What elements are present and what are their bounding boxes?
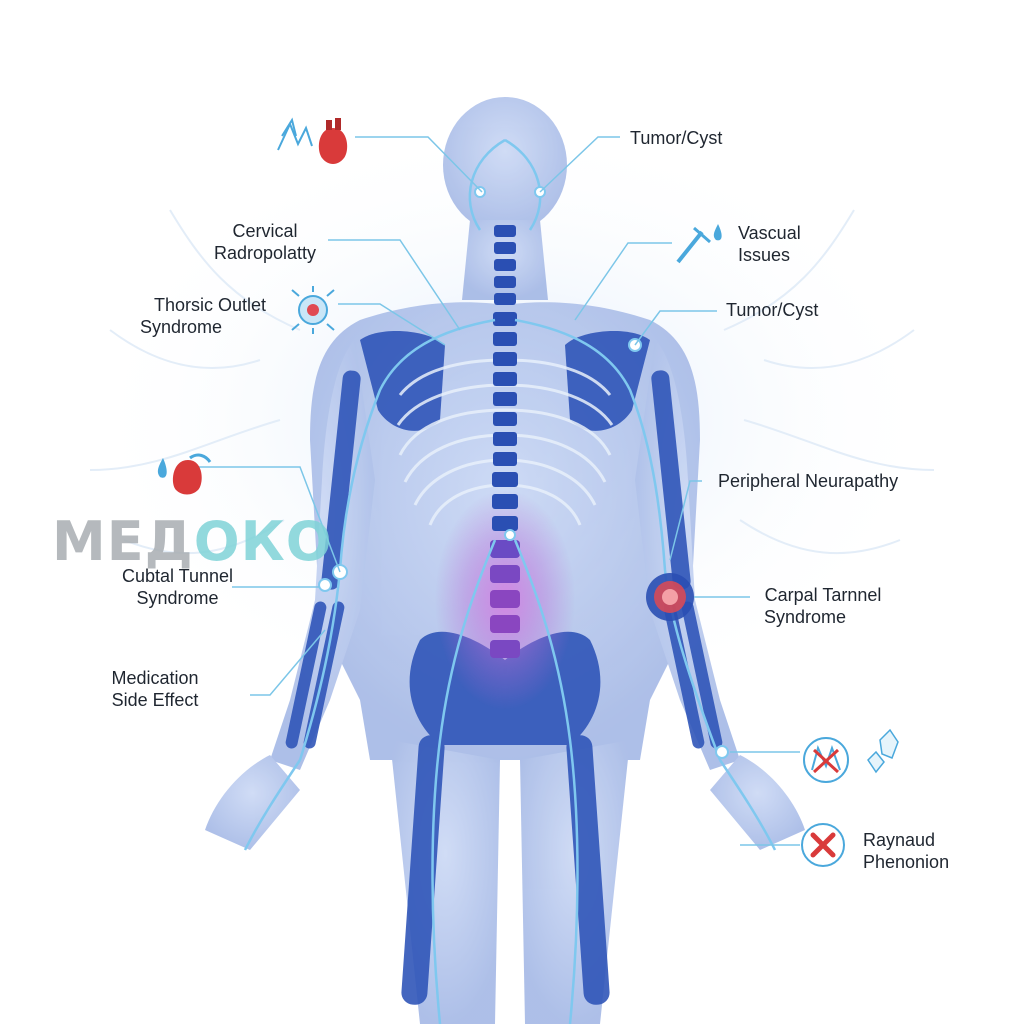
label-line-2: Syndrome — [140, 317, 223, 337]
crystal-icon — [867, 728, 899, 774]
label-line-2: Side Effect — [111, 690, 199, 710]
background-nerve-tree — [89, 209, 935, 555]
drop-heart-icon — [157, 453, 212, 495]
label-line-1: Cubtal Tunnel — [121, 566, 234, 586]
spine — [490, 225, 520, 658]
label-peripheral-neuropathy: Peripheral Neurapathy — [718, 470, 898, 492]
label-line-1: Vascual — [738, 223, 801, 243]
carpal-highlight — [646, 573, 694, 621]
syringe-drop-icon — [676, 224, 722, 264]
label-medication-side-effect: Medication Side Effect — [100, 667, 210, 711]
label-line-2: Issues — [738, 245, 791, 265]
label-line-2: Radropolatty — [213, 243, 317, 263]
label-line-1: Medication — [111, 668, 199, 688]
label-text: Tumor/Cyst — [630, 128, 723, 148]
label-line-1: Thorsic Outlet — [153, 295, 267, 315]
label-line-1: Cervical — [232, 221, 298, 241]
label-cervical-radiculopathy: Cervical Radropolatty — [200, 220, 330, 264]
nerve-cell-icon — [291, 286, 335, 334]
watermark-logo: МЕДОКО — [52, 510, 333, 573]
watermark-text-accent: ОКО — [193, 510, 333, 573]
ribcage — [396, 358, 614, 526]
label-raynaud-phenomenon: Raynaud Phenonion — [863, 829, 949, 873]
label-cubital-tunnel: Cubtal Tunnel Syndrome — [115, 565, 240, 609]
label-line-2: Syndrome — [136, 588, 219, 608]
label-line-2: Phenonion — [863, 852, 950, 872]
label-text: Tumor/Cyst — [726, 300, 819, 320]
bones — [285, 330, 723, 1005]
label-vascular-issues: Vascual Issues — [738, 222, 801, 266]
crossed-hand-icon — [803, 737, 849, 783]
heart-organ-icon — [318, 118, 348, 164]
watermark-text-left: МЕД — [52, 510, 194, 573]
label-line-1: Carpal Tarnnel — [764, 585, 882, 605]
x-mark-icon — [801, 823, 845, 867]
wave-nerve-icon — [277, 117, 313, 151]
label-line-2: Syndrome — [764, 607, 847, 627]
label-tumor-cyst-head: Tumor/Cyst — [630, 127, 722, 149]
label-tumor-cyst-shoulder: Tumor/Cyst — [726, 299, 818, 321]
label-line-1: Raynaud — [863, 830, 936, 850]
label-thoracic-outlet: Thorsic Outlet Syndrome — [140, 294, 280, 338]
label-carpal-tunnel: Carpal Tarnnel Syndrome — [758, 584, 888, 628]
label-text: Peripheral Neurapathy — [718, 471, 899, 491]
leader-lines — [198, 136, 800, 846]
